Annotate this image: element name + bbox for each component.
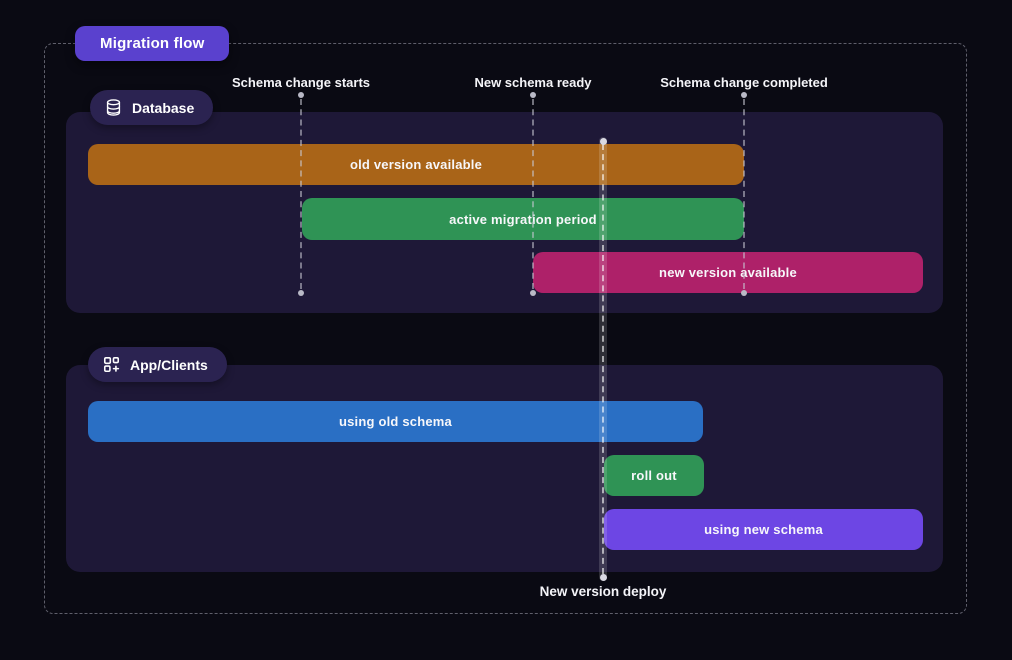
diagram-frame xyxy=(44,43,967,614)
database-badge-label: Database xyxy=(132,99,195,116)
bar-label: using old schema xyxy=(338,414,452,429)
database-icon xyxy=(104,98,123,117)
bar-label: using new schema xyxy=(704,522,823,537)
timeline-bar: new version available xyxy=(533,252,923,293)
bar-label: active migration period xyxy=(449,211,597,227)
database-badge: Database xyxy=(90,90,214,125)
app-clients-badge-label: App/Clients xyxy=(130,356,208,373)
timeline-bar: using new schema xyxy=(604,509,923,550)
diagram-title-badge: Migration flow xyxy=(75,26,230,61)
bar-label: old version available xyxy=(349,157,483,172)
bar-label: new version available xyxy=(659,265,797,280)
timeline-bar: roll out xyxy=(604,455,704,496)
timeline-bar: using old schema xyxy=(88,401,703,442)
timeline-bar: active migration period xyxy=(302,198,744,240)
timeline-bar: old version available xyxy=(88,144,744,185)
bar-label: roll out xyxy=(631,468,677,483)
deploy-label: New version deploy xyxy=(539,584,667,599)
apps-icon xyxy=(102,355,121,374)
app-clients-badge: App/Clients xyxy=(88,347,227,382)
